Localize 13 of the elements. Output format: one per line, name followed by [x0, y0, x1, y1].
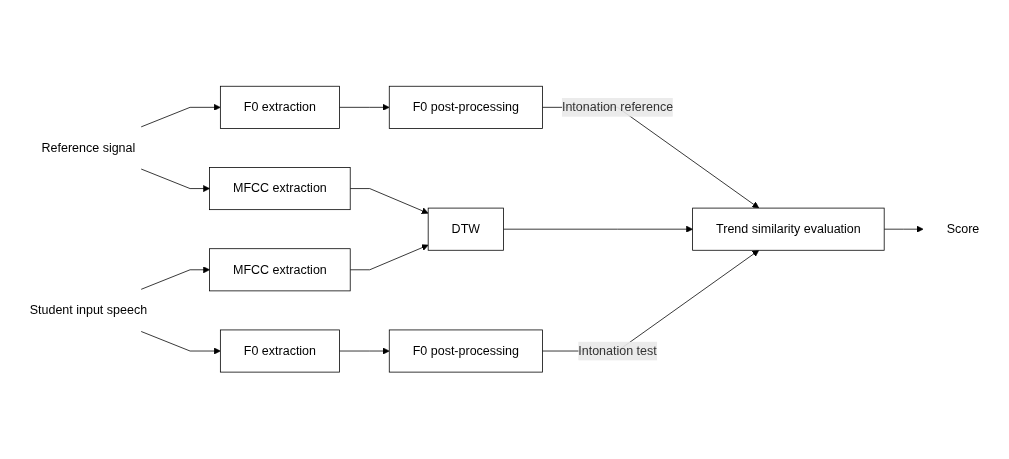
node-box: F0 extraction: [219, 329, 340, 373]
node-box: F0 post-processing: [388, 86, 543, 130]
node-box: F0 post-processing: [388, 329, 543, 373]
node-box: MFCC extraction: [209, 167, 351, 211]
node-box: F0 extraction: [219, 86, 340, 130]
node-box: MFCC extraction: [209, 248, 351, 292]
edge-label: Intonation test: [578, 344, 657, 358]
node-text: Reference signal: [41, 141, 136, 155]
node-text: Score: [946, 222, 980, 236]
edge-label: Intonation reference: [561, 100, 674, 114]
node-box: Trend similarity evaluation: [692, 208, 885, 251]
node-box: DTW: [427, 208, 504, 251]
node-text: Student input speech: [29, 303, 148, 317]
